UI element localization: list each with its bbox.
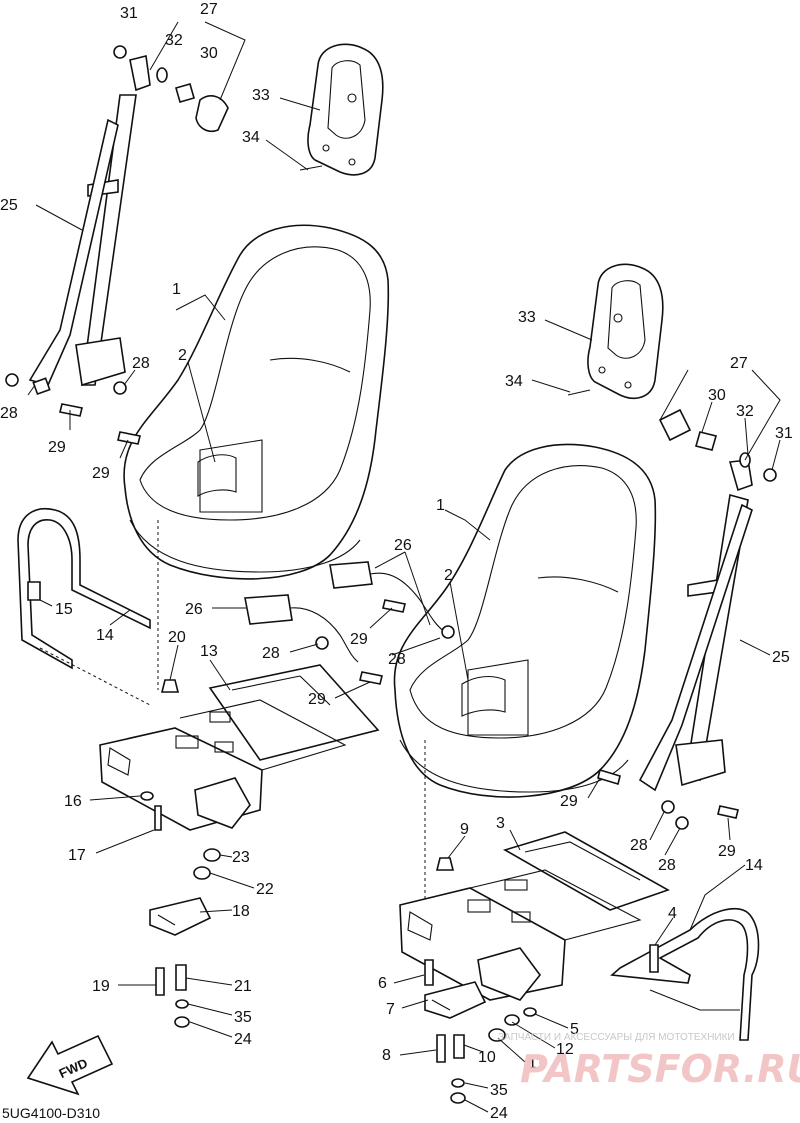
callout-16: 16 bbox=[64, 793, 82, 810]
callout-27: 27 bbox=[200, 1, 218, 18]
callout-2: 2 bbox=[444, 567, 453, 584]
callout-12: 12 bbox=[556, 1041, 574, 1058]
callout-28: 28 bbox=[132, 355, 150, 372]
callout-29: 29 bbox=[560, 793, 578, 810]
callout-10: 10 bbox=[478, 1049, 496, 1066]
callout-35: 35 bbox=[490, 1082, 508, 1099]
callout-6: 6 bbox=[378, 975, 387, 992]
callout-23: 23 bbox=[232, 849, 250, 866]
right-seat bbox=[393, 443, 657, 900]
callout-31: 31 bbox=[775, 425, 793, 442]
left-headrest-pad bbox=[307, 43, 384, 176]
callout-31: 31 bbox=[120, 5, 138, 22]
right-headrest-pad bbox=[587, 263, 664, 399]
callout-22: 22 bbox=[256, 881, 274, 898]
callout-20: 20 bbox=[168, 629, 186, 646]
callout-19: 19 bbox=[92, 978, 110, 995]
callout-5: 5 bbox=[570, 1021, 579, 1038]
callout-30: 30 bbox=[708, 387, 726, 404]
callout-1: 1 bbox=[172, 281, 181, 298]
callout-28: 28 bbox=[388, 651, 406, 668]
left-seat-base bbox=[99, 664, 380, 831]
buckle-front bbox=[244, 594, 359, 663]
callout-14: 14 bbox=[745, 857, 763, 874]
callout-26: 26 bbox=[394, 537, 412, 554]
callout-3: 3 bbox=[496, 815, 505, 832]
right-mount-plate bbox=[424, 981, 487, 1019]
right-seat-base bbox=[399, 831, 670, 1001]
callout-18: 18 bbox=[232, 903, 250, 920]
callout-15: 15 bbox=[55, 601, 73, 618]
callout-28: 28 bbox=[0, 405, 18, 422]
watermark-caption: ЗАПЧАСТИ И АКСЕССУАРЫ ДЛЯ МОТОТЕХНИКИ bbox=[498, 1032, 735, 1043]
left-seat bbox=[123, 224, 390, 690]
callout-17: 17 bbox=[68, 847, 86, 864]
callout-29: 29 bbox=[308, 691, 326, 708]
callout-34: 34 bbox=[242, 129, 260, 146]
callout-32: 32 bbox=[165, 32, 183, 49]
callout-1: 1 bbox=[436, 497, 445, 514]
buckle-rear bbox=[329, 561, 446, 633]
callout-29: 29 bbox=[48, 439, 66, 456]
callout-30: 30 bbox=[200, 45, 218, 62]
left-mount-plate bbox=[149, 897, 212, 936]
callout-24: 24 bbox=[234, 1031, 252, 1048]
leader-lines bbox=[27, 21, 781, 1113]
callout-26: 26 bbox=[185, 601, 203, 618]
callout-34: 34 bbox=[505, 373, 523, 390]
diagram-code: 5UG4100-D310 bbox=[2, 1105, 100, 1121]
callout-25: 25 bbox=[0, 197, 18, 214]
fasteners bbox=[5, 45, 777, 1104]
callout-2: 2 bbox=[178, 347, 187, 364]
callout-14: 14 bbox=[96, 627, 114, 644]
callout-4: 4 bbox=[668, 905, 677, 922]
fwd-arrow-icon: FWD bbox=[26, 1034, 114, 1096]
callout-13: 13 bbox=[200, 643, 218, 660]
watermark-brand: PARTSFOR.RU bbox=[520, 1047, 800, 1091]
callout-8: 8 bbox=[382, 1047, 391, 1064]
callout-33: 33 bbox=[518, 309, 536, 326]
callout-24: 24 bbox=[490, 1105, 508, 1122]
callout-11: 11 bbox=[528, 1055, 545, 1072]
watermark: ЗАПЧАСТИ И АКСЕССУАРЫ ДЛЯ МОТОТЕХНИКИ PA… bbox=[498, 1032, 800, 1091]
callout-33: 33 bbox=[252, 87, 270, 104]
callout-28: 28 bbox=[658, 857, 676, 874]
callout-28: 28 bbox=[630, 837, 648, 854]
callout-29: 29 bbox=[92, 465, 110, 482]
callout-32: 32 bbox=[736, 403, 754, 420]
callout-29: 29 bbox=[350, 631, 368, 648]
callout-28: 28 bbox=[262, 645, 280, 662]
callout-7: 7 bbox=[386, 1001, 395, 1018]
callout-21: 21 bbox=[234, 978, 252, 995]
callout-27: 27 bbox=[730, 355, 748, 372]
callout-29: 29 bbox=[718, 843, 736, 860]
callout-9: 9 bbox=[460, 821, 469, 838]
left-seat-belt bbox=[28, 55, 151, 387]
callout-25: 25 bbox=[772, 649, 790, 666]
right-grab-bar bbox=[610, 907, 760, 1041]
left-grab-bar bbox=[17, 508, 151, 706]
right-seat-belt bbox=[638, 459, 753, 792]
callout-35: 35 bbox=[234, 1009, 252, 1026]
